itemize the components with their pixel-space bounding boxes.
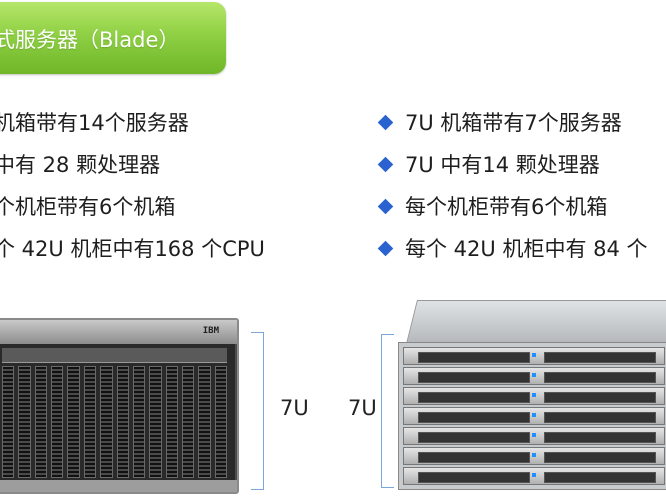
- list-item: 机箱带有14个服务器: [0, 111, 189, 135]
- blade-bay: [67, 366, 80, 478]
- list-item: 中有 28 颗处理器: [0, 153, 161, 177]
- rack-server-stack-image: [398, 300, 666, 490]
- list-item: 每个 42U 机柜中有 84 个: [377, 228, 648, 270]
- blade-bay: [214, 366, 228, 478]
- diamond-bullet-icon: [377, 156, 394, 173]
- rack-server-unit: [403, 367, 665, 385]
- title-banner: [0, 2, 226, 74]
- blade-bay: [132, 366, 146, 478]
- rack-top-cover: [406, 300, 666, 344]
- height-label-left: 7U: [280, 396, 309, 420]
- blade-bay: [34, 366, 48, 478]
- blade-bay: [198, 366, 211, 478]
- blade-bay: [18, 366, 31, 478]
- blade-bay: [181, 366, 195, 478]
- height-label-right: 7U: [348, 396, 377, 420]
- blade-bay: [100, 366, 113, 478]
- list-item: 个机柜带有6个机箱: [0, 195, 176, 219]
- list-item: 个 42U 机柜中有168 个CPU: [0, 237, 265, 261]
- blade-bay: [83, 366, 97, 478]
- rack-server-unit: [403, 407, 665, 425]
- blade-bay: [165, 366, 178, 478]
- list-item: 7U 机箱带有7个服务器: [377, 102, 648, 144]
- chassis-foot: [0, 480, 237, 492]
- list-item-text: 每个机柜带有6个机箱: [405, 195, 608, 219]
- chassis-control-strip: [2, 348, 227, 363]
- list-item: 每个机柜带有6个机箱: [377, 186, 648, 228]
- ibm-logo: IBM: [202, 326, 219, 336]
- blade-bays: [2, 366, 228, 478]
- blade-bay: [149, 366, 162, 478]
- slide-title: 式服务器（Blade）: [0, 28, 180, 52]
- height-bracket-left: [251, 332, 264, 490]
- blade-bay: [116, 366, 129, 478]
- diamond-bullet-icon: [377, 114, 394, 131]
- height-bracket-right: [381, 334, 394, 488]
- blade-bay: [51, 366, 64, 478]
- list-item: 7U 中有14 颗处理器: [377, 144, 648, 186]
- rack-server-unit: [403, 427, 665, 445]
- list-item-text: 7U 机箱带有7个服务器: [405, 111, 622, 135]
- list-item-text: 每个 42U 机柜中有 84 个: [405, 237, 648, 261]
- rack-server-unit: [403, 447, 665, 465]
- list-item-text: 7U 中有14 颗处理器: [405, 153, 600, 177]
- diamond-bullet-icon: [377, 198, 394, 215]
- blade-bullet-list: 机箱带有14个服务器 中有 28 颗处理器 个机柜带有6个机箱 个 42U 机柜…: [0, 102, 265, 270]
- chassis-top-panel: IBM: [0, 320, 237, 344]
- rack-server-unit: [403, 467, 665, 485]
- blade-bay: [2, 366, 15, 478]
- rack-server-unit: [403, 347, 665, 365]
- rack-bullet-list: 7U 机箱带有7个服务器 7U 中有14 颗处理器 每个机柜带有6个机箱 每个 …: [377, 102, 648, 270]
- blade-chassis-image: IBM: [0, 318, 239, 494]
- diamond-bullet-icon: [377, 240, 394, 257]
- rack-body: [398, 342, 666, 490]
- rack-server-unit: [403, 387, 665, 405]
